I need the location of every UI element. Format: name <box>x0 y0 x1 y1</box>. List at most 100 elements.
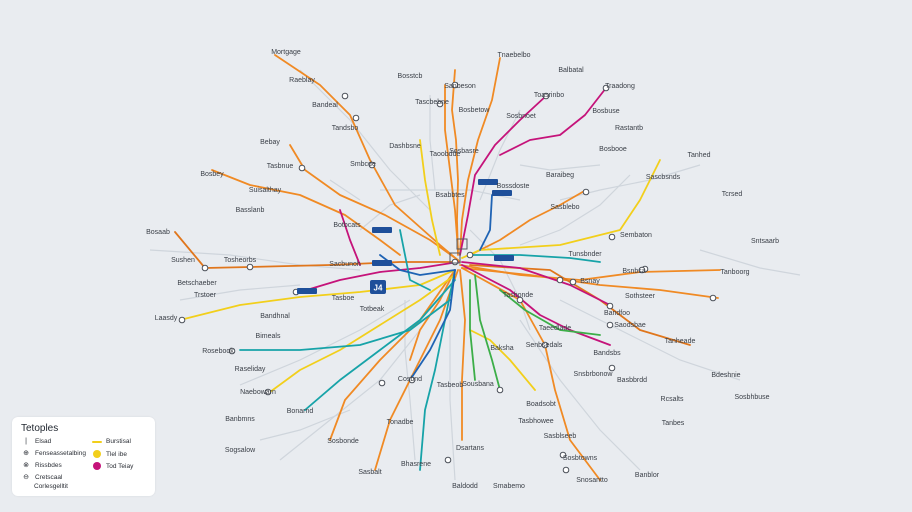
transit-line[interactable] <box>499 289 601 336</box>
station-marker[interactable] <box>436 100 444 108</box>
station-marker[interactable] <box>542 92 550 100</box>
station-badge[interactable] <box>492 190 512 196</box>
hub-badge[interactable] <box>370 280 386 294</box>
transit-line[interactable] <box>269 274 456 393</box>
station-badge[interactable] <box>494 255 514 261</box>
station-marker[interactable] <box>562 466 570 474</box>
legend-item-label: Fenseassetalbing <box>35 450 86 457</box>
transit-line[interactable] <box>419 269 456 471</box>
legend-item: ⊗ Rissbdes <box>21 462 62 469</box>
transit-line[interactable] <box>459 95 547 256</box>
transit-line[interactable] <box>179 269 456 321</box>
station-marker[interactable] <box>606 302 614 310</box>
station-marker[interactable] <box>178 316 186 324</box>
transit-line[interactable] <box>461 267 719 299</box>
station-label: Boadsobt <box>526 401 556 408</box>
transit-line[interactable] <box>239 299 451 351</box>
faint-street-line <box>469 229 531 331</box>
station-marker[interactable] <box>541 341 549 349</box>
station-label: Tasbonde <box>503 292 533 299</box>
legend-panel: Tetoples | Elsad ⊕ Fenseassetalbing ⊗ Ri… <box>12 417 155 496</box>
station-label: Trstoer <box>194 292 217 299</box>
legend-item-label: Tod Teiay <box>106 462 134 470</box>
transit-line[interactable] <box>479 194 493 251</box>
station-marker[interactable] <box>408 376 416 384</box>
station-marker[interactable] <box>201 264 209 272</box>
transit-line[interactable] <box>461 261 611 306</box>
station-label: Sosbonde <box>327 438 359 445</box>
transit-line[interactable] <box>444 84 459 251</box>
transit-line[interactable] <box>409 269 456 381</box>
station-marker[interactable] <box>638 266 646 274</box>
station-marker[interactable] <box>341 92 349 100</box>
faint-street-line <box>519 164 601 171</box>
transit-line[interactable] <box>461 267 601 481</box>
transit-line[interactable] <box>451 69 459 256</box>
station-label: Totbeak <box>360 306 385 313</box>
station-marker[interactable] <box>608 364 616 372</box>
transit-line[interactable] <box>274 54 461 263</box>
interchange-marker[interactable] <box>456 238 468 250</box>
station-marker[interactable] <box>352 114 360 122</box>
station-marker[interactable] <box>582 188 590 196</box>
transit-line[interactable] <box>329 269 456 441</box>
transit-line[interactable] <box>461 159 661 259</box>
transit-line[interactable] <box>339 209 361 266</box>
transit-line[interactable] <box>419 139 441 256</box>
transit-line[interactable] <box>474 274 501 391</box>
station-label: Snsbrbonow <box>574 371 614 378</box>
station-label: Tasbeob <box>437 382 464 389</box>
station-marker[interactable] <box>378 379 386 387</box>
transit-line[interactable] <box>304 279 456 411</box>
station-marker[interactable] <box>451 258 459 266</box>
station-marker[interactable] <box>606 321 614 329</box>
transit-line[interactable] <box>399 229 431 291</box>
station-marker[interactable] <box>368 161 376 169</box>
faint-street-line <box>149 249 361 271</box>
station-marker[interactable] <box>246 263 254 271</box>
transit-line[interactable] <box>211 169 401 256</box>
station-label: Banbmns <box>225 416 255 423</box>
transit-line[interactable] <box>299 261 459 293</box>
legend-item: Tlel ibe <box>92 450 127 458</box>
station-marker[interactable] <box>298 164 306 172</box>
station-marker[interactable] <box>496 386 504 394</box>
central-hub[interactable]: J4 <box>370 280 386 294</box>
station-marker[interactable] <box>559 451 567 459</box>
transit-line[interactable] <box>461 264 611 346</box>
station-label: Sushen <box>171 257 195 264</box>
station-marker[interactable] <box>444 456 452 464</box>
station-marker[interactable] <box>608 233 616 241</box>
station-label: Bimeals <box>256 333 281 340</box>
station-marker[interactable] <box>556 276 564 284</box>
transit-line[interactable] <box>174 231 459 269</box>
station-marker[interactable] <box>602 84 610 92</box>
station-label: Sascbsnds <box>646 174 681 181</box>
hub-label: J4 <box>374 284 383 293</box>
station-badge[interactable] <box>372 260 392 266</box>
station-label: Sanbeson <box>444 83 476 90</box>
transit-line[interactable] <box>499 87 607 156</box>
station-badge[interactable] <box>297 288 317 294</box>
station-label: Bandsbs <box>593 350 621 357</box>
transit-line[interactable] <box>469 329 536 391</box>
station-marker[interactable] <box>709 294 717 302</box>
transit-line[interactable] <box>459 57 501 256</box>
station-marker[interactable] <box>516 296 524 304</box>
station-marker[interactable] <box>569 278 577 286</box>
station-badge[interactable] <box>478 179 498 185</box>
station-marker[interactable] <box>264 388 272 396</box>
station-marker[interactable] <box>466 251 474 259</box>
transit-line[interactable] <box>459 269 466 441</box>
transit-line[interactable] <box>469 189 587 256</box>
station-label: Basslanb <box>236 207 265 214</box>
interchange-marker[interactable] <box>449 252 461 264</box>
station-badge[interactable] <box>372 227 392 233</box>
transit-line[interactable] <box>469 279 476 381</box>
station-label: Sosbnoet <box>506 113 536 120</box>
station-label: Raseliday <box>235 366 266 373</box>
station-marker[interactable] <box>228 347 236 355</box>
station-marker[interactable] <box>451 81 459 89</box>
station-label: Bhasrene <box>401 461 431 468</box>
